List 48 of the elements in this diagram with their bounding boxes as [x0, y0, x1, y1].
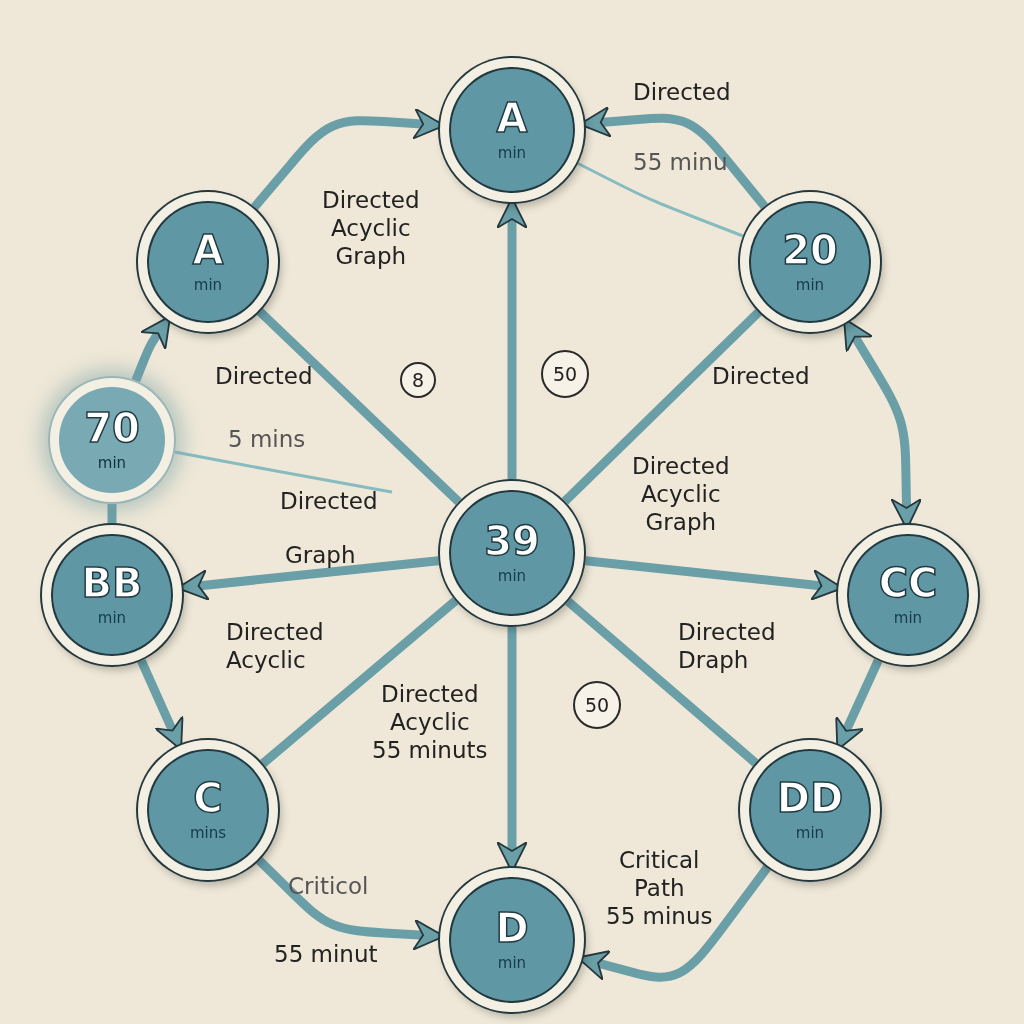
badge-number: 50 — [552, 363, 578, 385]
duration-label: min — [97, 609, 127, 627]
node-label: CC — [878, 563, 938, 603]
node-label: 20 — [782, 230, 838, 270]
graph-text: 55 minu — [633, 148, 728, 177]
number-badge — [400, 362, 436, 398]
node-label: 70 — [84, 408, 140, 448]
duration-label: min — [193, 276, 223, 294]
graph-text: Directed — [215, 362, 313, 391]
duration-label: mins — [189, 824, 227, 842]
graph-text: Critical Path 55 minus — [606, 846, 713, 931]
graph-text: Directed Acyclic Graph — [322, 186, 420, 271]
node-label: BB — [81, 563, 143, 603]
leader-line — [174, 450, 393, 494]
task-node — [740, 192, 880, 332]
graph-text: Directed Acyclic — [226, 618, 324, 675]
duration-label: min — [497, 144, 527, 162]
duration-label: min — [97, 454, 127, 472]
task-node — [138, 192, 278, 332]
node-label: C — [193, 778, 223, 818]
node-label: A — [496, 98, 528, 138]
graph-text: Directed Draph — [678, 618, 776, 675]
badge-number: 50 — [584, 694, 610, 716]
duration-label: min — [795, 824, 825, 842]
graph-text: Criticol — [288, 872, 369, 901]
task-node — [440, 481, 584, 625]
number-badge — [541, 350, 589, 398]
graph-text: Directed — [712, 362, 810, 391]
graph-text: Directed — [280, 487, 378, 516]
graph-text: 5 mins — [228, 425, 306, 454]
duration-label: min — [497, 567, 527, 585]
graph-text: 55 minut — [274, 940, 378, 969]
node-label: 39 — [484, 521, 540, 561]
node-label: DD — [776, 778, 844, 818]
graph-text: Directed — [633, 78, 731, 107]
duration-label: min — [795, 276, 825, 294]
task-node — [50, 378, 174, 502]
graph-text: Directed Acyclic Graph — [632, 452, 730, 537]
node-label: A — [192, 230, 224, 270]
node-label: D — [495, 908, 529, 948]
badge-number: 8 — [411, 369, 425, 391]
number-badge — [573, 681, 621, 729]
task-node — [138, 740, 278, 880]
graph-text: Directed Acyclic 55 minuts — [372, 680, 488, 765]
duration-label: min — [893, 609, 923, 627]
graph-text: Graph — [285, 541, 356, 570]
task-node — [740, 740, 880, 880]
duration-label: min — [497, 954, 527, 972]
